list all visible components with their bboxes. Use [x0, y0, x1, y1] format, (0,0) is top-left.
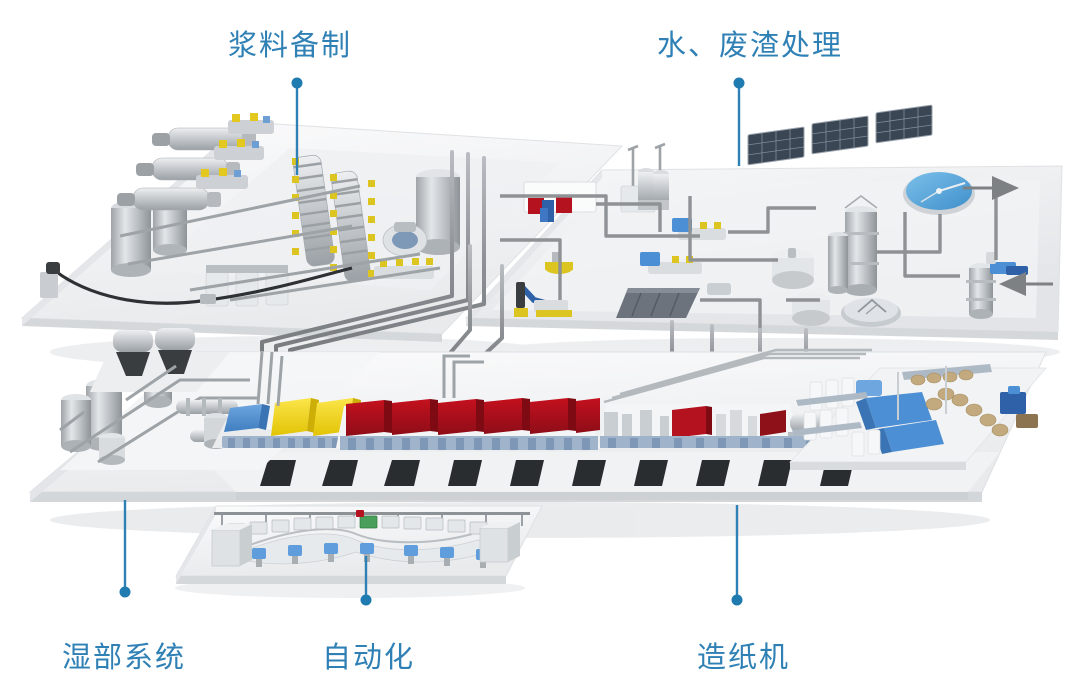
platform-paper-machine [28, 328, 1047, 502]
leader-pulp-preparation [291, 77, 303, 175]
pulp-deck-pipes [119, 184, 441, 302]
disperser-unit [382, 222, 428, 257]
dryer-hoods [346, 398, 600, 436]
calender-reel-section [600, 348, 872, 448]
label-automation: 自动化 [322, 642, 416, 674]
solar-panel-array [747, 104, 933, 166]
disc-filter [841, 298, 901, 327]
platform-automation-control-room [175, 505, 543, 584]
dryer-section [336, 354, 600, 450]
settling-basin [616, 288, 700, 318]
leader-automation [360, 556, 372, 606]
stock-prep-area [59, 328, 380, 470]
water-deck-pipes [500, 194, 998, 330]
control-cabinets [211, 522, 520, 567]
leader-wet-end-system [119, 500, 131, 598]
agitator-robot [514, 282, 572, 317]
flow-arrows [963, 176, 1053, 296]
basement-openings [260, 460, 854, 486]
sludge-thickeners [772, 248, 830, 326]
leader-paper-machine [731, 505, 743, 606]
floor-pump-unit [40, 262, 353, 305]
leader-water-waste-treatment [733, 77, 745, 166]
label-wet-end-system: 湿部系统 [62, 642, 187, 674]
circular-clarifier [903, 172, 975, 215]
screw-press [966, 252, 1028, 319]
finishing-winder-area [789, 364, 1047, 470]
label-paper-machine: 造纸机 [697, 642, 791, 674]
digester-tanks [828, 195, 879, 296]
wet-end-section [212, 351, 361, 448]
label-pulp-preparation: 浆料备制 [228, 30, 353, 62]
label-water-waste-treatment: 水、废渣处理 [657, 30, 844, 62]
heat-exchanger [707, 283, 731, 295]
